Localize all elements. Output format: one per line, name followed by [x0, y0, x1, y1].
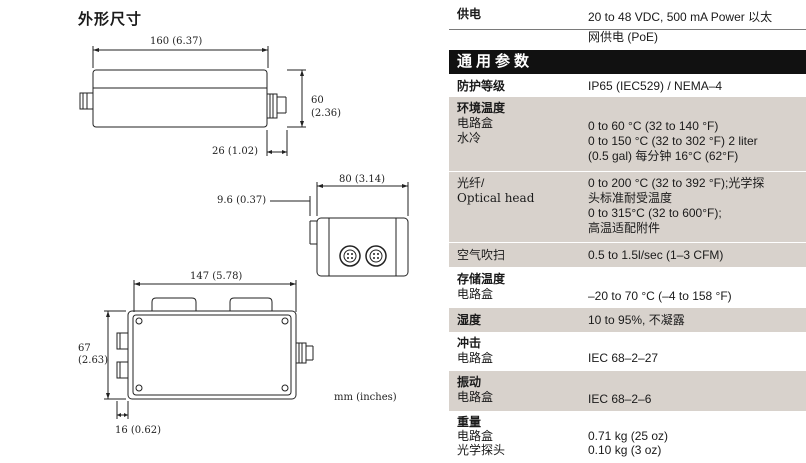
top-view-body: [92, 69, 268, 128]
storage-value: –20 to 70 °C (–4 to 158 °F): [588, 289, 732, 303]
front-view-left-fitting-1: [116, 332, 129, 350]
front-view-body: [127, 310, 297, 400]
air-purge-value: 0.5 to 1.5l/sec (1–3 CFM): [588, 247, 724, 262]
spec-row-ambient: 环境温度 电路盒 水冷 0 to 60 °C (32 to 140 °F) 0 …: [449, 97, 806, 171]
shock-sub: 电路盒: [457, 351, 494, 365]
ambient-value-2: 0 to 150 °C (32 to 302 °F) 2 liter: [588, 134, 758, 148]
optical-label-2: Optical head: [457, 191, 535, 205]
section-title-general: 通用参数: [449, 50, 806, 74]
front-view-left-fitting-2: [116, 361, 129, 379]
top-connector-label: 26 (1.02): [212, 146, 258, 157]
spec-row-storage: 存储温度 电路盒 –20 to 70 °C (–4 to 158 °F): [449, 268, 806, 308]
end-view-connector-1: [339, 245, 361, 267]
front-height-label-b: (2.63): [78, 355, 109, 366]
weight-sub-2: 光学探头: [457, 443, 506, 457]
top-height-label-b: (2.36): [311, 108, 342, 119]
spec-row-vibration: 振动 电路盒 IEC 68–2–6: [449, 371, 806, 411]
shock-value: IEC 68–2–27: [588, 351, 659, 365]
ambient-value-1: 0 to 60 °C (32 to 140 °F): [588, 119, 719, 133]
humidity-label: 湿度: [457, 312, 482, 327]
spec-row-air-purge: 空气吹扫 0.5 to 1.5l/sec (1–3 CFM): [449, 243, 806, 267]
front-view-right-connector: [295, 342, 307, 364]
spec-row-protection: 防护等级 IP65 (IEC529) / NEMA–4: [449, 76, 806, 97]
end-width-label: 80 (3.14): [339, 174, 385, 185]
front-width-label: 147 (5.78): [190, 271, 243, 282]
humidity-value: 10 to 95%, 不凝露: [588, 312, 685, 327]
power-value-1: 20 to 48 VDC, 500 mA Power 以太: [588, 10, 773, 24]
vibration-sub: 电路盒: [457, 390, 494, 404]
front-view-tab-right: [229, 297, 273, 311]
front-view-tab-left: [151, 297, 197, 311]
vibration-value: IEC 68–2–6: [588, 392, 652, 406]
end-view-body: [316, 217, 409, 277]
shock-label: 冲击: [457, 336, 482, 350]
dimensions-title: 外形尺寸: [78, 11, 143, 28]
spec-row-optical: 光纤/ Optical head 0 to 200 °C (32 to 392 …: [449, 172, 806, 242]
spec-row-weight: 重量 电路盒 光学探头 0.71 kg (25 oz) 0.10 kg (3 o…: [449, 412, 806, 463]
power-value-2: 网供电 (PoE): [588, 30, 659, 44]
front-height-label-a: 67: [78, 343, 91, 354]
spec-row-power: 供电 20 to 48 VDC, 500 mA Power 以太 网供电 (Po…: [449, 0, 806, 48]
optical-value-3: 0 to 315°C (32 to 600°F);: [588, 206, 722, 220]
spec-table: 供电 20 to 48 VDC, 500 mA Power 以太 网供电 (Po…: [449, 0, 806, 463]
protection-value: IP65 (IEC529) / NEMA–4: [588, 79, 723, 93]
weight-label: 重量: [457, 415, 482, 429]
end-offset-label: 9.6 (0.37): [217, 195, 267, 206]
optical-value-1: 0 to 200 °C (32 to 392 °F);光学探: [588, 176, 765, 190]
optical-label-1: 光纤/: [457, 176, 485, 190]
ambient-label: 环境温度: [457, 101, 506, 115]
optical-value-2: 头标准耐受温度: [588, 191, 673, 205]
power-label: 供电: [457, 7, 482, 21]
optical-value-4: 高温适配附件: [588, 221, 661, 235]
storage-sub: 电路盒: [457, 287, 494, 301]
end-view-connector-2: [365, 245, 387, 267]
top-height-label-a: 60: [311, 95, 324, 106]
ambient-value-3: (0.5 gal) 每分钟 16°C (62°F): [588, 149, 739, 163]
front-offset-label: 16 (0.62): [115, 425, 161, 436]
weight-sub-1: 电路盒: [457, 429, 494, 443]
weight-value-2: 0.10 kg (3 oz): [588, 443, 662, 457]
protection-label: 防护等级: [457, 79, 506, 93]
storage-label: 存储温度: [457, 272, 506, 286]
spec-row-shock: 冲击 电路盒 IEC 68–2–27: [449, 333, 806, 371]
ambient-sub-1: 电路盒: [457, 116, 494, 130]
units-note: mm (inches): [334, 392, 397, 403]
spec-row-humidity: 湿度 10 to 95%, 不凝露: [449, 308, 806, 332]
ambient-sub-2: 水冷: [457, 131, 482, 145]
vibration-label: 振动: [457, 375, 482, 389]
top-width-label: 160 (6.37): [150, 36, 203, 47]
weight-value-1: 0.71 kg (25 oz): [588, 429, 669, 443]
air-purge-label: 空气吹扫: [457, 247, 506, 262]
top-view-right-connector: [266, 93, 278, 119]
dimension-drawings: 外形尺寸: [78, 11, 409, 436]
dimension-drawing-svg: [79, 46, 409, 419]
